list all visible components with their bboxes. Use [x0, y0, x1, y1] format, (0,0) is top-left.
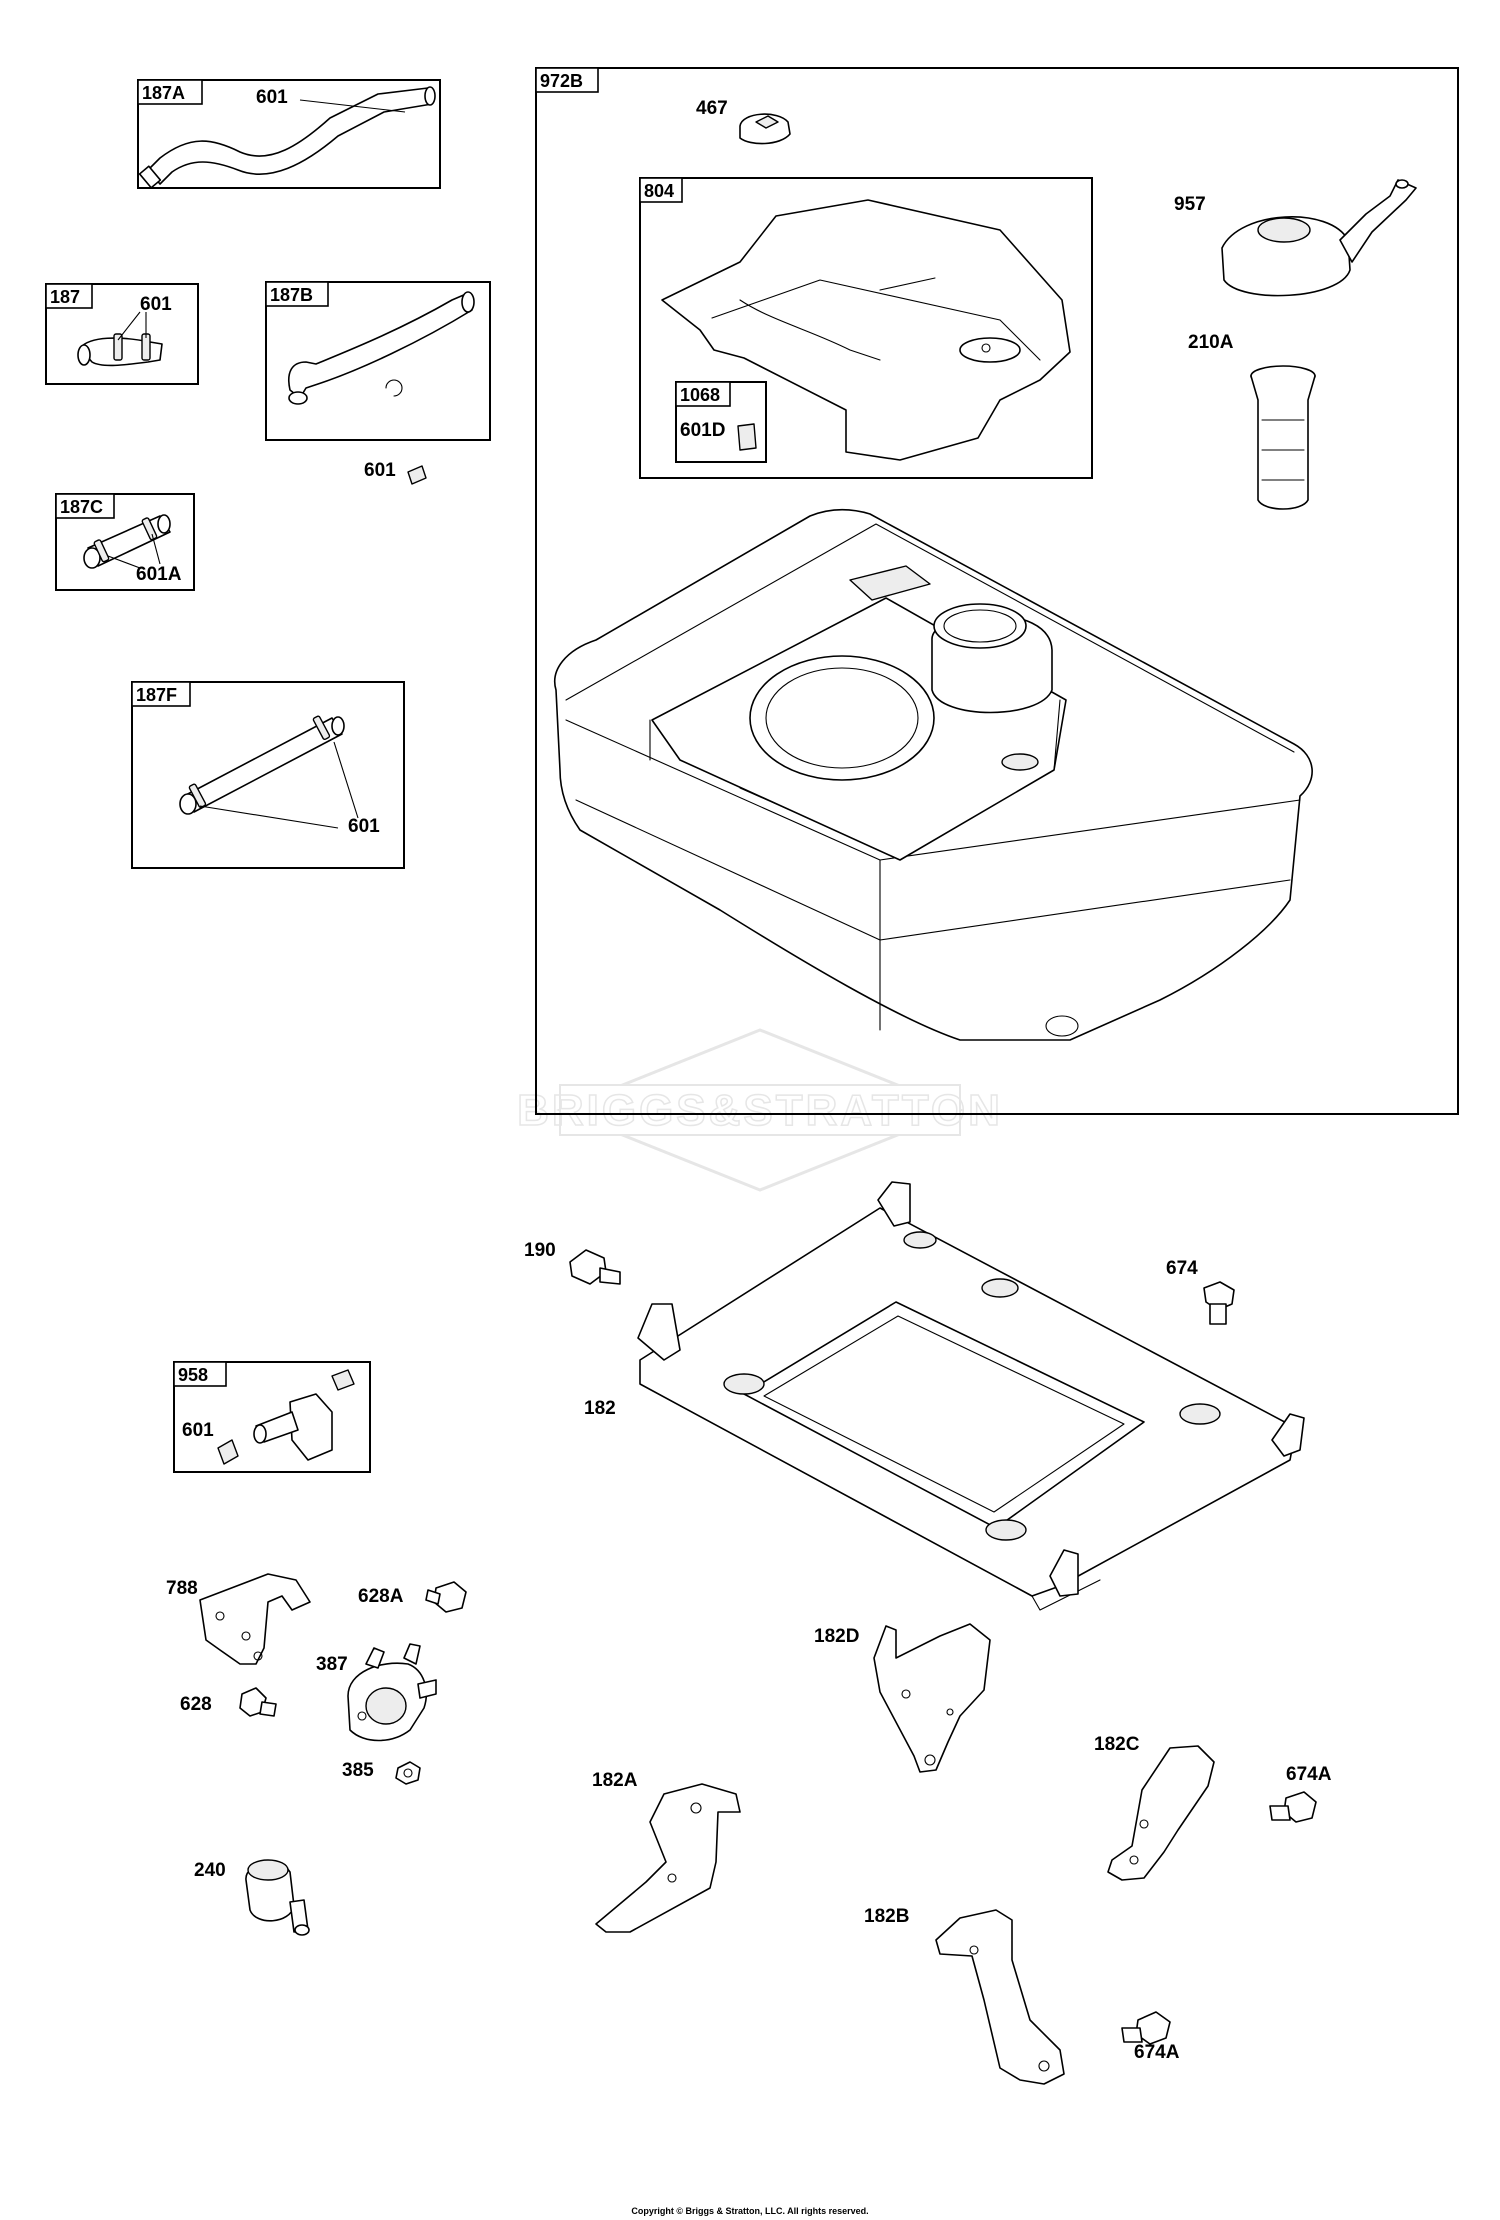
base-frame-182-icon: [637, 1181, 1305, 1611]
group-187b-tag: 187B: [270, 285, 313, 305]
callout-601: 601: [256, 87, 288, 108]
watermark-logo: BRIGGS&STRATTON: [516, 1028, 1003, 1192]
copyright-notice: Copyright © Briggs & Stratton, LLC. All …: [631, 2206, 868, 2216]
fuel-valve-958-icon: [217, 1369, 355, 1465]
group-187: 187 601: [45, 283, 199, 385]
callout-240: 240: [194, 1860, 226, 1881]
callout-601: 601: [140, 294, 172, 315]
callout-601a: 601A: [136, 564, 182, 585]
callout-182d: 182D: [814, 1626, 859, 1647]
callout-674: 674: [1166, 1258, 1198, 1279]
bracket-182c-icon: [1107, 1745, 1215, 1881]
group-187a: 187A 601: [137, 79, 441, 189]
fuel-filter-240-icon: [245, 1859, 310, 1936]
callout-182b: 182B: [864, 1906, 909, 1927]
bracket-788-icon: [199, 1573, 311, 1665]
group-958-tag: 958: [178, 1365, 208, 1385]
callout-210a: 210A: [1188, 332, 1234, 353]
callout-385: 385: [342, 1760, 374, 1781]
callout-674a: 674A: [1286, 1764, 1332, 1785]
bracket-182d-icon: [873, 1623, 991, 1773]
group-187c: 187C 601A: [55, 493, 195, 591]
group-958: 958 601: [173, 1361, 371, 1473]
group-187-tag: 187: [50, 287, 80, 307]
group-187b-frame: [265, 281, 491, 441]
callout-182a: 182A: [592, 1770, 638, 1791]
group-1068-tag: 1068: [680, 385, 720, 405]
tank-cover-804-icon: [661, 199, 1071, 461]
group-804-frame: [639, 177, 1093, 479]
group-187c-tag: 187C: [60, 497, 103, 517]
callout-628: 628: [180, 1694, 212, 1715]
bolt-674-icon: [1203, 1281, 1235, 1325]
fuel-strainer-210a-icon: [1250, 365, 1316, 510]
callout-601: 601: [348, 816, 380, 837]
group-187c-frame: [55, 493, 195, 591]
screw-628a-icon: [425, 1581, 467, 1613]
callout-628a: 628A: [358, 1586, 404, 1607]
callout-601: 601: [182, 1420, 214, 1441]
group-804-tag: 804: [644, 181, 674, 201]
fuel-cap-957-icon: [1221, 179, 1417, 297]
callout-788: 788: [166, 1578, 198, 1599]
group-187f-tag: 187F: [136, 685, 177, 705]
callout-182: 182: [584, 1398, 616, 1419]
callout-601d: 601D: [680, 420, 725, 441]
callout-601-clamp: 601: [364, 460, 396, 481]
bracket-182a-icon: [595, 1783, 741, 1933]
callout-674a: 674A: [1134, 2042, 1180, 2063]
group-187-frame: [45, 283, 199, 385]
callout-387: 387: [316, 1654, 348, 1675]
group-187a-frame: [137, 79, 441, 189]
screw-628-icon: [239, 1687, 277, 1717]
fuel-pump-387-icon: [347, 1643, 437, 1742]
callout-957: 957: [1174, 194, 1206, 215]
clamp-601d-icon: [737, 423, 757, 451]
screw-190-icon: [569, 1249, 621, 1285]
vent-cap-467-icon: [739, 113, 791, 145]
callout-190: 190: [524, 1240, 556, 1261]
group-187f: 187F 601: [131, 681, 405, 869]
watermark-text: BRIGGS&STRATTON: [517, 1086, 1003, 1135]
group-972b-tag: 972B: [540, 71, 583, 91]
group-187f-frame: [131, 681, 405, 869]
group-187a-tag: 187A: [142, 83, 185, 103]
nut-385-icon: [395, 1761, 421, 1785]
bracket-182b-icon: [935, 1909, 1065, 2085]
group-187b: 187B: [265, 281, 491, 441]
callout-467: 467: [696, 98, 728, 119]
group-958-frame: [173, 1361, 371, 1473]
fuel-tank-icon: [554, 508, 1313, 1041]
group-972b: 972B 467 804 1068 601D 957: [535, 67, 1459, 1115]
callout-182c: 182C: [1094, 1734, 1140, 1755]
hose-187b-icon: [288, 293, 473, 399]
bolt-674a-icon: [1121, 2011, 1171, 2045]
clamp-601-icon: [407, 465, 427, 485]
bolt-674a-icon: [1269, 1791, 1317, 1823]
hose-187f-icon: [183, 717, 343, 813]
group-972b-frame: [535, 67, 1459, 1115]
